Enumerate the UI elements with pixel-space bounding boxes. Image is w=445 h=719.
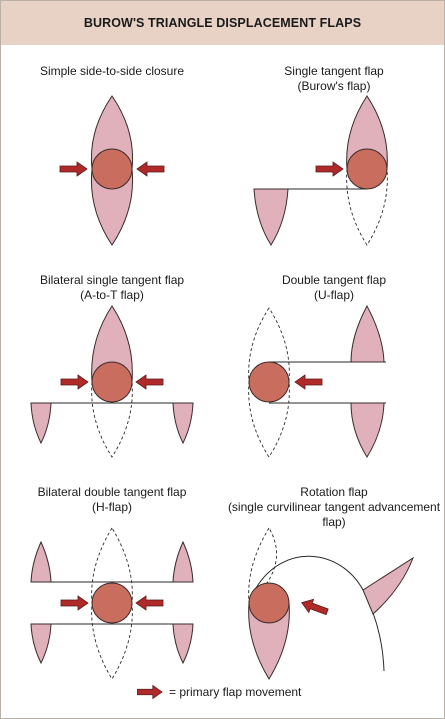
curvilinear-incision: [255, 555, 385, 672]
arrow-icon: [294, 374, 323, 390]
arrow-icon: [135, 595, 164, 611]
burow-triangle: [172, 402, 194, 445]
red-arrow-icon: [137, 684, 163, 700]
burow-triangle: [350, 402, 385, 458]
panel-simple-closure: [59, 95, 165, 246]
defect-circle: [248, 361, 290, 403]
caption-single-tangent: Single tangent flap (Burow's flap): [284, 64, 384, 93]
burow-triangle: [172, 623, 194, 665]
arrow-icon: [136, 161, 165, 177]
arrow-icon: [60, 595, 89, 611]
panel-bilateral-double-tangent: [30, 527, 194, 680]
arrow-icon: [135, 374, 164, 390]
caption-simple-closure: Simple side-to-side closure: [39, 64, 185, 78]
legend-label: = primary flap movement: [169, 685, 302, 699]
burow-triangle: [350, 304, 385, 363]
defect-circle: [91, 361, 133, 403]
title-banner: BUROW'S TRIANGLE DISPLACEMENT FLAPS: [1, 1, 444, 45]
panel-double-tangent: [248, 304, 386, 458]
defect-circle: [91, 148, 133, 190]
dashed-excision-outline: [346, 168, 388, 246]
burow-triangle: [248, 602, 290, 680]
arrow-icon: [298, 595, 331, 619]
caption-bilateral-double-tangent: Bilateral double tangent flap (H-flap): [37, 485, 187, 514]
burow-triangle: [30, 540, 52, 583]
arrow-icon: [60, 374, 89, 390]
legend: = primary flap movement: [137, 681, 301, 703]
burow-triangle: [362, 556, 415, 615]
arrow-icon: [59, 161, 88, 177]
caption-bilateral-single-tangent: Bilateral single tangent flap (A-to-T fl…: [39, 273, 185, 302]
burow-triangle: [30, 402, 52, 445]
burow-triangle: [172, 540, 194, 583]
defect-circle: [91, 582, 133, 624]
arrow-icon: [315, 161, 344, 177]
caption-double-tangent: Double tangent flap (U-flap): [281, 273, 387, 302]
burow-triangle: [30, 623, 52, 665]
panel-single-tangent: [253, 95, 388, 246]
diagram-title: BUROW'S TRIANGLE DISPLACEMENT FLAPS: [83, 16, 362, 30]
dashed-excision-outline: [91, 381, 133, 458]
panel-rotation-flap: [248, 527, 415, 680]
dashed-excision-outline: [248, 307, 290, 458]
defect-circle: [248, 582, 290, 624]
caption-rotation-flap: Rotation flap (single curvilinear tangen…: [227, 485, 441, 529]
defect-circle: [346, 148, 388, 190]
panel-bilateral-single-tangent: [30, 305, 194, 458]
burow-triangle: [253, 188, 289, 246]
